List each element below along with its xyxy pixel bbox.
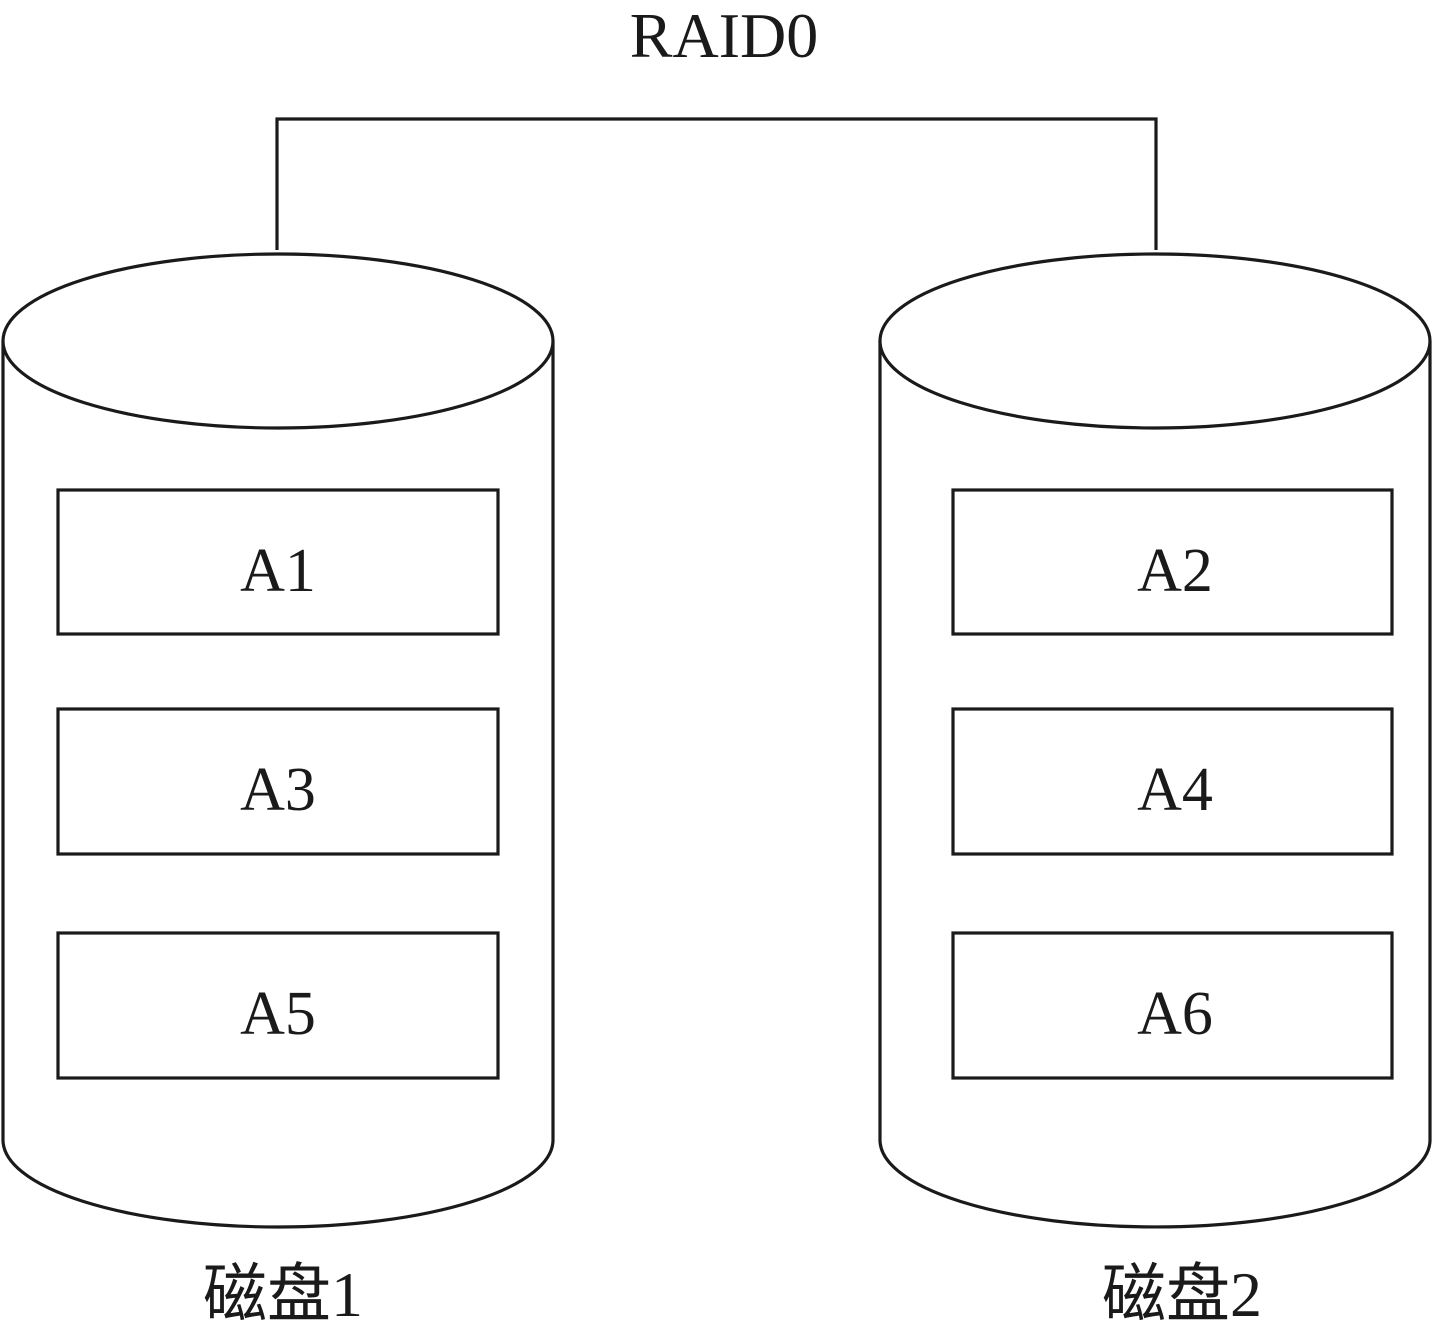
block-box bbox=[951, 488, 1394, 636]
disk-1-top bbox=[1, 252, 555, 430]
block-box bbox=[951, 931, 1394, 1080]
disk-1-block-2: A3 bbox=[56, 707, 500, 856]
block-label: A3 bbox=[240, 756, 316, 824]
block-label: A6 bbox=[1137, 980, 1213, 1048]
raid-connector-line bbox=[275, 117, 1158, 250]
raid-title: RAID0 bbox=[630, 0, 818, 71]
block-label: A2 bbox=[1137, 537, 1213, 605]
block-box bbox=[951, 707, 1394, 856]
disk-2-block-2: A4 bbox=[951, 707, 1394, 856]
block-box bbox=[56, 707, 500, 856]
disk-2-block-1: A2 bbox=[951, 488, 1394, 636]
disk-2: A2 A4 A6 bbox=[878, 252, 1432, 1229]
disk-2-label: 磁盘2 bbox=[1102, 1259, 1262, 1330]
block-box bbox=[56, 931, 500, 1080]
disk-1-block-3: A5 bbox=[56, 931, 500, 1080]
block-label: A4 bbox=[1137, 756, 1213, 824]
disk-1-block-1: A1 bbox=[56, 488, 500, 636]
disk-1-label: 磁盘1 bbox=[203, 1259, 363, 1330]
disk-1: A1 A3 A5 bbox=[1, 252, 555, 1229]
disk-2-top bbox=[878, 252, 1432, 430]
block-label: A5 bbox=[240, 980, 316, 1048]
block-label: A1 bbox=[240, 537, 316, 605]
disk-2-block-3: A6 bbox=[951, 931, 1394, 1080]
block-box bbox=[56, 488, 500, 636]
